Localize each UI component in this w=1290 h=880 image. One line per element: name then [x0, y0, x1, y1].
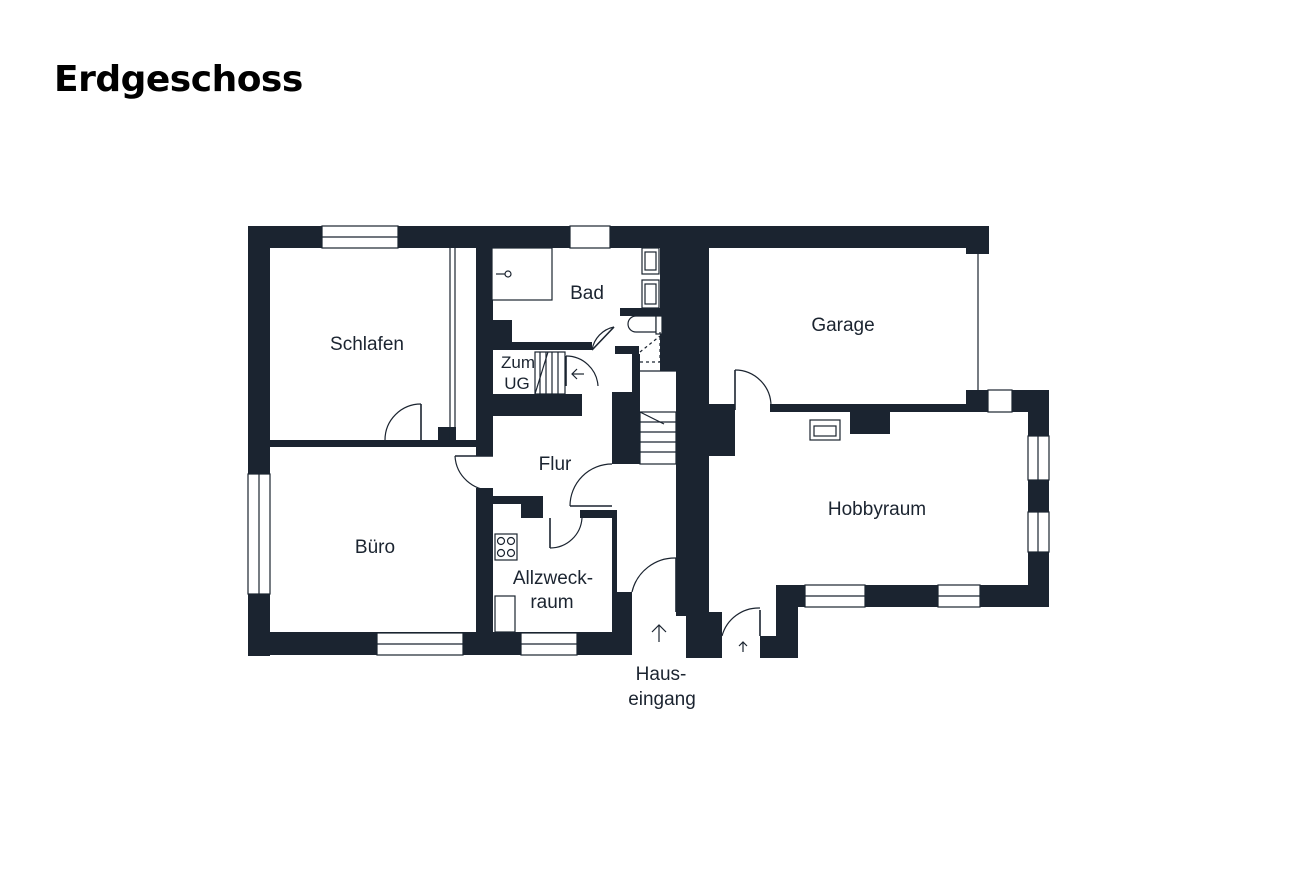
- room-label-hobbyraum: Hobbyraum: [828, 499, 926, 520]
- window-bad: [569, 225, 611, 249]
- page-title: Erdgeschoss: [54, 59, 303, 100]
- fixtures: [491, 247, 841, 633]
- stairs: [534, 351, 677, 465]
- sink-icon: [641, 247, 660, 309]
- room-label-bad: Bad: [570, 283, 604, 304]
- room-label-zum-ug-line2: UG: [504, 374, 530, 393]
- room-label-allzweck-line1: Allzweck-: [513, 568, 593, 589]
- wardrobe-lines: [449, 248, 979, 440]
- hobby-door-arrow-icon: [738, 641, 748, 652]
- toilet-icon: [627, 315, 663, 335]
- stove-icon: [494, 533, 518, 561]
- shower-icon: [491, 247, 553, 301]
- room-label-garage: Garage: [811, 315, 874, 336]
- walls: [248, 226, 1049, 658]
- stair-arrow-icon: [571, 368, 584, 380]
- room-label-flur: Flur: [539, 454, 572, 475]
- room-label-zum-ug-line1: Zum: [501, 353, 535, 372]
- windows: [247, 225, 1050, 656]
- room-label-schlafen: Schlafen: [330, 334, 404, 355]
- room-label-allzweck-line2: raum: [530, 592, 573, 613]
- entrance-label-line2: eingang: [628, 689, 696, 710]
- entrance-label-line1: Haus-: [636, 664, 687, 685]
- doors: [384, 326, 772, 637]
- room-label-buero: Büro: [355, 537, 395, 558]
- entrance-arrow-icon: [651, 624, 667, 642]
- window-hobby-top: [987, 389, 1013, 413]
